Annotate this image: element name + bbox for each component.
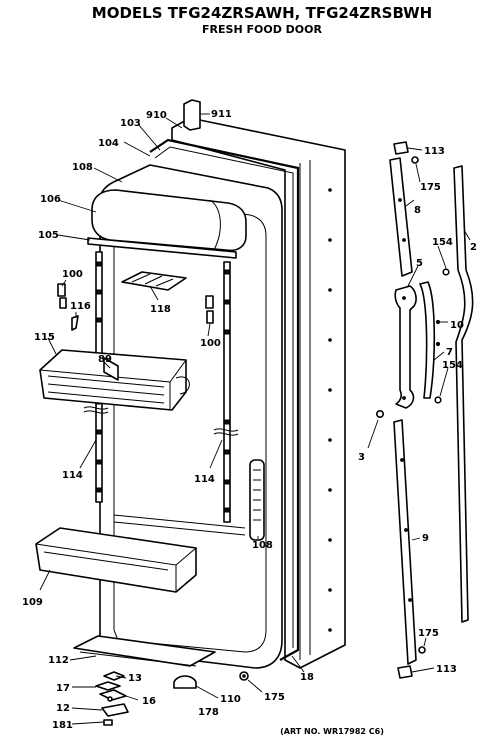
art-number: (ART NO. WR17982 C6) — [280, 727, 384, 736]
hinge-cover-911 — [183, 99, 201, 131]
label-17: 17 — [56, 683, 70, 694]
label-9: 9 — [422, 533, 429, 544]
diagram-title: MODELS TFG24ZRSAWH, TFG24ZRSBWH — [92, 4, 432, 22]
label-116: 116 — [70, 301, 91, 312]
handle-trim-2 — [453, 165, 474, 623]
label-7: 7 — [446, 347, 453, 358]
label-175-lower: 175 — [418, 628, 439, 639]
handle-cap-bottom — [397, 665, 413, 679]
bin-divider — [103, 357, 119, 381]
label-114-right: 114 — [194, 474, 215, 485]
shelf-clip-left — [57, 283, 67, 309]
rail-break-left — [83, 406, 109, 414]
label-16: 16 — [142, 696, 156, 707]
label-178: 178 — [198, 707, 219, 718]
label-5: 5 — [416, 258, 423, 269]
upper-door-bin — [39, 349, 190, 411]
dairy-compartment — [91, 189, 247, 252]
label-911: 911 — [211, 109, 232, 120]
upper-handle-bar — [389, 157, 413, 277]
panel-rivets — [328, 188, 332, 632]
label-175-bottom: 175 — [264, 692, 285, 703]
label-108: 108 — [72, 162, 93, 173]
label-113-bottom: 113 — [436, 664, 457, 675]
door-assembly — [35, 117, 346, 669]
bushing-16 — [99, 689, 127, 701]
gasket-strip-108 — [249, 459, 265, 541]
right-shelf-rail — [223, 261, 231, 523]
screw-154-lower — [434, 396, 442, 404]
label-154-lower: 154 — [442, 360, 463, 371]
lower-door-bin — [35, 527, 197, 593]
label-8: 8 — [414, 205, 421, 216]
label-118: 118 — [150, 304, 171, 315]
label-113-top: 113 — [424, 146, 445, 157]
label-10: 10 — [450, 320, 464, 331]
part-labels: 911 910 103 104 108 106 105 100 116 118 … — [22, 109, 477, 731]
label-108-strip: 108 — [252, 540, 273, 551]
label-3: 3 — [358, 452, 365, 463]
hinge-bracket-12 — [101, 703, 129, 717]
label-115: 115 — [34, 332, 55, 343]
shim-17 — [95, 681, 121, 691]
label-106: 106 — [40, 194, 61, 205]
label-104: 104 — [98, 138, 119, 149]
handle-assembly — [375, 141, 474, 679]
rail-break-right — [213, 428, 239, 436]
label-181: 181 — [52, 720, 73, 731]
label-154-upper: 154 — [432, 237, 453, 248]
leader-lines — [39, 113, 471, 725]
label-110: 110 — [220, 694, 241, 705]
hinge-pin-13 — [103, 671, 125, 681]
label-2: 2 — [470, 242, 477, 253]
screw-181 — [103, 719, 113, 726]
label-12: 12 — [56, 703, 70, 714]
shelf-clip-right — [205, 295, 214, 324]
door-gasket — [149, 138, 300, 661]
label-13: 13 — [128, 673, 142, 684]
label-100-right: 100 — [200, 338, 221, 349]
label-100-left: 100 — [62, 269, 83, 280]
handle-cap-top — [393, 141, 409, 155]
handle-insert-10 — [419, 281, 436, 399]
screw-3 — [375, 409, 384, 418]
label-105: 105 — [38, 230, 59, 241]
screw-175-lower — [418, 646, 426, 654]
bottom-trim — [73, 635, 216, 667]
clip-116 — [71, 315, 79, 331]
label-103: 103 — [120, 118, 141, 129]
dairy-shelf — [87, 237, 237, 259]
label-910: 910 — [146, 110, 167, 121]
hinge-cover-110 — [173, 675, 197, 689]
egg-tray — [121, 271, 187, 291]
diagram-subtitle: FRESH FOOD DOOR — [202, 23, 322, 36]
hinge-hardware — [95, 671, 249, 726]
label-18: 18 — [300, 672, 314, 683]
label-114-left: 114 — [62, 470, 83, 481]
screw-175-top — [411, 156, 419, 164]
label-89: 89 — [98, 354, 112, 365]
screw-154-upper — [442, 268, 450, 276]
label-175-top: 175 — [420, 182, 441, 193]
label-109: 109 — [22, 597, 43, 608]
label-112: 112 — [48, 655, 69, 666]
handle-grip-5 — [394, 285, 417, 409]
lower-handle-bar — [393, 419, 417, 665]
